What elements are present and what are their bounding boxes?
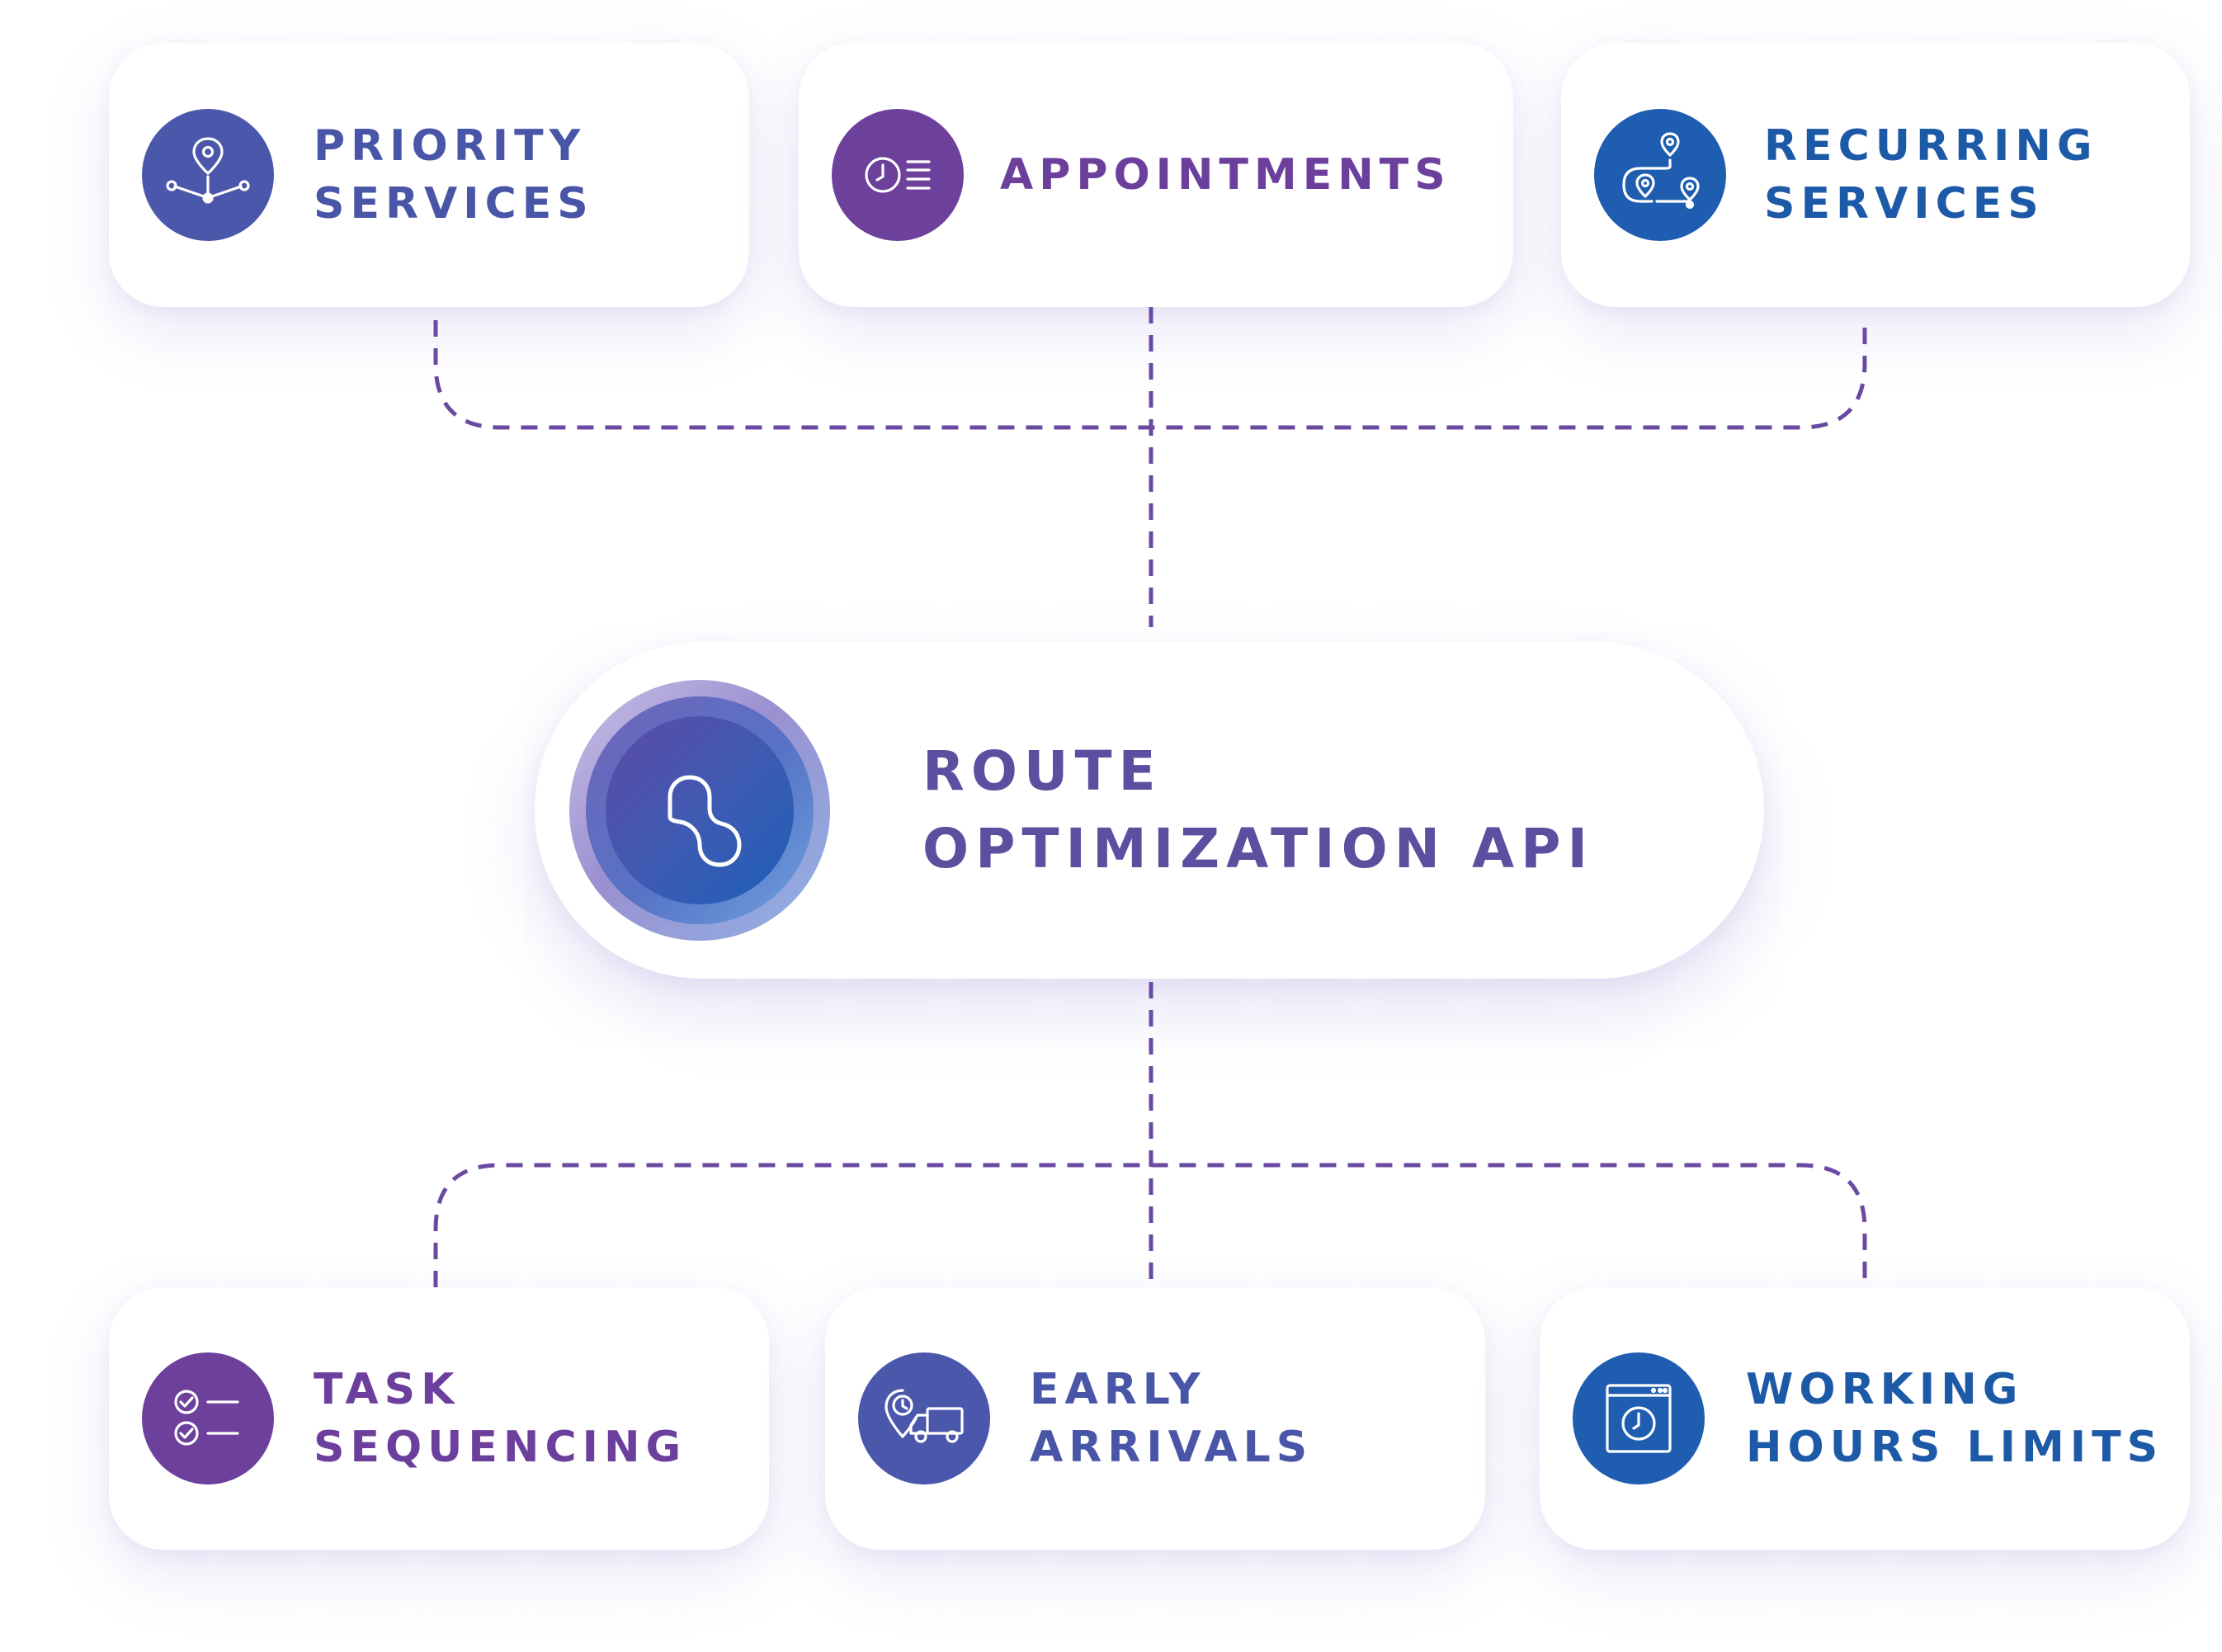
task-sequencing-card: TASK SEQUENCING <box>109 1287 769 1550</box>
task-sequencing-label-line2: SEQUENCING <box>314 1423 687 1472</box>
center-label-line1: ROUTE <box>922 739 1163 803</box>
clock-list-icon <box>832 109 964 241</box>
working-hours-limits-label-line1: WORKING <box>1746 1365 2024 1414</box>
bottom-connector-bracket <box>433 1163 1867 1287</box>
early-arrivals-label-line2: ARRIVALS <box>1030 1423 1314 1472</box>
center-label-line2: OPTIMIZATION API <box>922 817 1595 880</box>
checklist-icon <box>142 1352 274 1484</box>
early-arrivals-label-line1: EARLY <box>1030 1365 1206 1414</box>
early-arrivals-card: EARLY ARRIVALS <box>825 1287 1485 1550</box>
recurring-services-card: RECURRING SERVICES <box>1561 43 2190 307</box>
route-logo-icon <box>606 716 794 904</box>
route-optimization-api-card: ROUTE OPTIMIZATION API <box>535 642 1764 979</box>
priority-services-label-line1: PRIORITY <box>314 121 587 171</box>
truck-clock-pin-icon <box>858 1352 990 1484</box>
task-sequencing-label-line1: TASK <box>314 1365 460 1414</box>
appointments-label: APPOINTMENTS <box>1000 150 1451 200</box>
appointments-card: APPOINTMENTS <box>799 43 1513 307</box>
working-hours-limits-card: WORKING HOURS LIMITS <box>1540 1287 2190 1550</box>
priority-services-card: PRIORITY SERVICES <box>109 43 749 307</box>
route-pins-icon <box>1594 109 1726 241</box>
window-clock-icon <box>1573 1352 1705 1484</box>
priority-services-label-line2: SERVICES <box>314 179 594 229</box>
map-pin-network-icon <box>142 109 274 241</box>
route-logo-badge <box>569 680 830 941</box>
working-hours-limits-label-line2: HOURS LIMITS <box>1746 1423 2164 1472</box>
recurring-services-label-line2: SERVICES <box>1764 179 2045 229</box>
recurring-services-label-line1: RECURRING <box>1764 121 2098 171</box>
